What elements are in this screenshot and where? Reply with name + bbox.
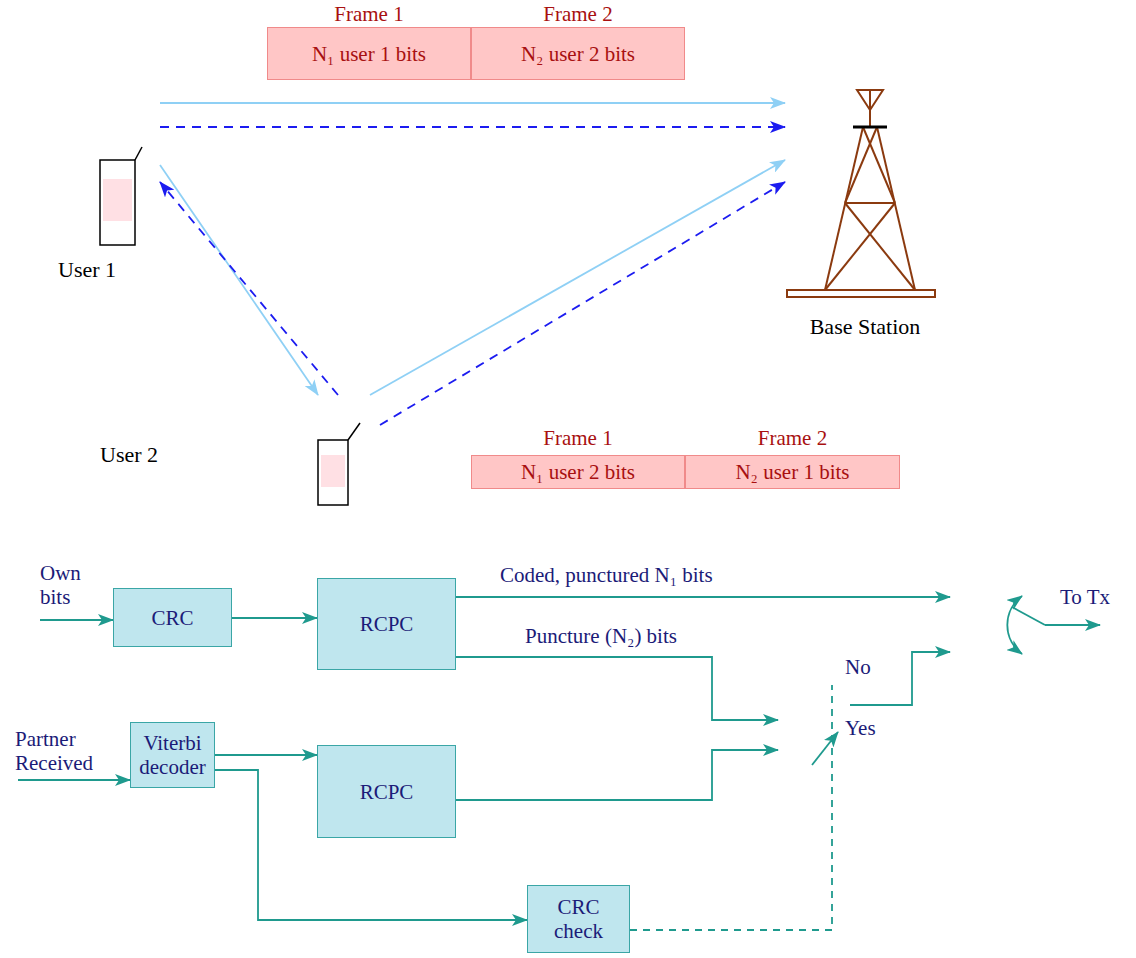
frame-heading: Frame 1	[472, 426, 684, 450]
rotary-switch	[1007, 596, 1022, 654]
frame-heading: Frame 2	[472, 2, 684, 26]
input-arrow	[18, 779, 130, 781]
user-label: User 1	[58, 258, 116, 282]
process-box: CRC check	[527, 885, 630, 953]
link-arrow	[160, 102, 785, 104]
box-label: Viterbi decoder	[137, 731, 208, 779]
box-label: CRC check	[544, 895, 613, 943]
user-label: User 2	[100, 443, 158, 467]
process-box: CRC	[113, 588, 232, 647]
frame-bits: N₂ user 1 bits	[735, 460, 849, 484]
link-arrow	[370, 160, 785, 395]
frame-segment: Frame 1N₁ user 2 bits	[471, 455, 685, 489]
tx-arrow	[1045, 624, 1100, 626]
signal-label: Puncture (N₂) bits	[525, 624, 677, 648]
process-box: RCPC	[317, 578, 456, 670]
rotary-lever	[1012, 607, 1045, 625]
user-terminal: User 2	[90, 395, 380, 515]
signal-label: Own bits	[40, 561, 102, 609]
box-label: CRC	[151, 606, 193, 630]
frame-segment: Frame 2N₂ user 2 bits	[471, 27, 685, 80]
frame-bits: N₂ user 2 bits	[521, 42, 635, 66]
crc-control-line	[630, 685, 832, 930]
box-label: RCPC	[360, 780, 414, 804]
phone-icon	[55, 95, 160, 285]
output-line	[456, 596, 950, 598]
signal-label: Yes	[845, 716, 876, 740]
switch-lever	[812, 732, 838, 765]
link-arrow	[232, 617, 317, 619]
link-arrow	[215, 754, 317, 756]
relay-line	[456, 750, 778, 800]
signal-label: Partner Received	[15, 727, 115, 775]
process-box: RCPC	[317, 745, 456, 838]
signal-label: No	[845, 655, 871, 679]
frame-heading: Frame 1	[268, 2, 470, 26]
link-arrow	[160, 126, 785, 128]
frame-heading: Frame 2	[686, 426, 899, 450]
process-box: Viterbi decoder	[130, 722, 215, 788]
user-terminal: User 1	[55, 95, 160, 285]
puncture-line	[456, 657, 778, 720]
link-arrow	[160, 165, 318, 395]
station-label: Base Station	[785, 315, 945, 339]
frame-bits: N₁ user 2 bits	[521, 460, 635, 484]
signal-label: To Tx	[1060, 585, 1110, 609]
frame-segment: Frame 1N₁ user 1 bits	[267, 27, 471, 80]
link-arrow	[380, 182, 785, 425]
tower-icon	[785, 85, 945, 310]
signal-label: Coded, punctured N₁ bits	[500, 563, 713, 587]
frame-segment: Frame 2N₂ user 1 bits	[685, 455, 900, 489]
link-arrow	[160, 182, 338, 395]
input-arrow	[40, 619, 113, 621]
link-arrow	[215, 770, 527, 920]
frame-bits: N₁ user 1 bits	[312, 42, 426, 66]
box-label: RCPC	[360, 612, 414, 636]
base-station: Base Station	[785, 85, 945, 345]
